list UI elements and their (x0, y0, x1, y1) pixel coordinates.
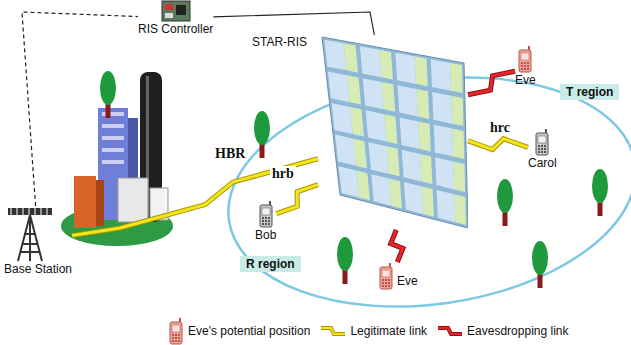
base-station-node: Base Station (4, 206, 72, 276)
controller-node: RIS Controller (138, 0, 213, 36)
eavesdropper-node: Eve (378, 262, 418, 290)
legitimate-link (468, 139, 528, 150)
legend-item: Eavesdropping link (437, 324, 568, 338)
channel-label: hrc (488, 120, 512, 136)
tree (532, 241, 548, 288)
region-label: R region (240, 256, 301, 272)
legend-text: Eavesdropping link (467, 324, 568, 338)
user-phone (534, 128, 550, 156)
region-label: T region (560, 84, 619, 100)
node-label: Bob (255, 228, 276, 242)
node-label: Eve (515, 73, 536, 87)
legitimate-link (72, 159, 318, 236)
eavesdropper-node: Eve (515, 45, 536, 87)
eavesdropper-phone (168, 317, 184, 345)
channel-label: HBR (213, 146, 247, 162)
legitimate-link-sample (320, 324, 346, 338)
control-wire (213, 12, 374, 35)
star-ris-node: STAR-RIS (318, 35, 468, 230)
eavesdropper-phone (378, 262, 394, 290)
node-label: Carol (528, 156, 557, 170)
tree (497, 179, 513, 226)
user-node: Bob (255, 200, 276, 242)
region-name: R region (246, 257, 295, 271)
node-label: Base Station (4, 262, 72, 276)
user-phone (258, 200, 274, 228)
node-label: Eve (397, 274, 418, 288)
legend-item: Eve's potential position (168, 317, 310, 345)
legitimate-link (276, 185, 318, 214)
eavesdropping-link (468, 71, 515, 95)
tree (254, 111, 270, 158)
eavesdropping-link-sample (437, 324, 463, 338)
tree (100, 71, 116, 118)
legend: Eve's potential position Legitimate link E… (168, 317, 579, 345)
channel-label: hrb (270, 166, 296, 182)
legend-text: Legitimate link (350, 324, 427, 338)
coverage-ellipse (213, 53, 631, 332)
legend-text: Eve's potential position (188, 324, 310, 338)
node-label: STAR-RIS (252, 35, 307, 49)
controller-board (161, 0, 191, 22)
control-wire (22, 12, 138, 206)
user-node: Carol (528, 128, 557, 170)
region-name: T region (566, 85, 613, 99)
node-label: RIS Controller (138, 22, 213, 36)
eavesdropping-link (391, 230, 403, 262)
legend-item: Legitimate link (320, 324, 427, 338)
eavesdropper-phone (517, 45, 533, 73)
star-ris-panel (318, 35, 468, 230)
tree (592, 169, 608, 216)
tree (337, 237, 353, 284)
base-station-antenna (4, 206, 56, 262)
